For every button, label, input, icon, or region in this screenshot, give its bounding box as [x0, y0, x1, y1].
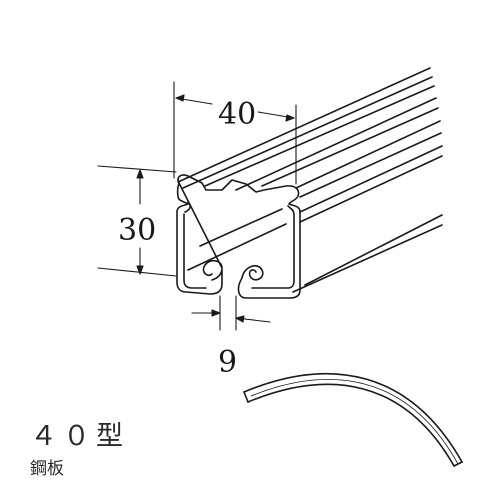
rail-side-wall	[292, 145, 443, 293]
dimension-opening	[191, 295, 271, 331]
rail-inner-floor	[187, 208, 287, 271]
dimension-width-label: 40	[218, 97, 256, 132]
rail-top-surface	[177, 67, 442, 198]
curved-rail-sample	[243, 372, 463, 467]
dimension-opening-label: 9	[218, 345, 237, 380]
dimension-height	[97, 165, 177, 277]
rail-inner-profile	[183, 201, 295, 289]
dimension-width	[173, 81, 297, 185]
model-caption: ４０型	[30, 421, 129, 452]
material-caption: 鋼板	[30, 459, 64, 479]
dimension-height-label: 30	[118, 213, 156, 248]
rail-cross-section	[176, 174, 301, 299]
